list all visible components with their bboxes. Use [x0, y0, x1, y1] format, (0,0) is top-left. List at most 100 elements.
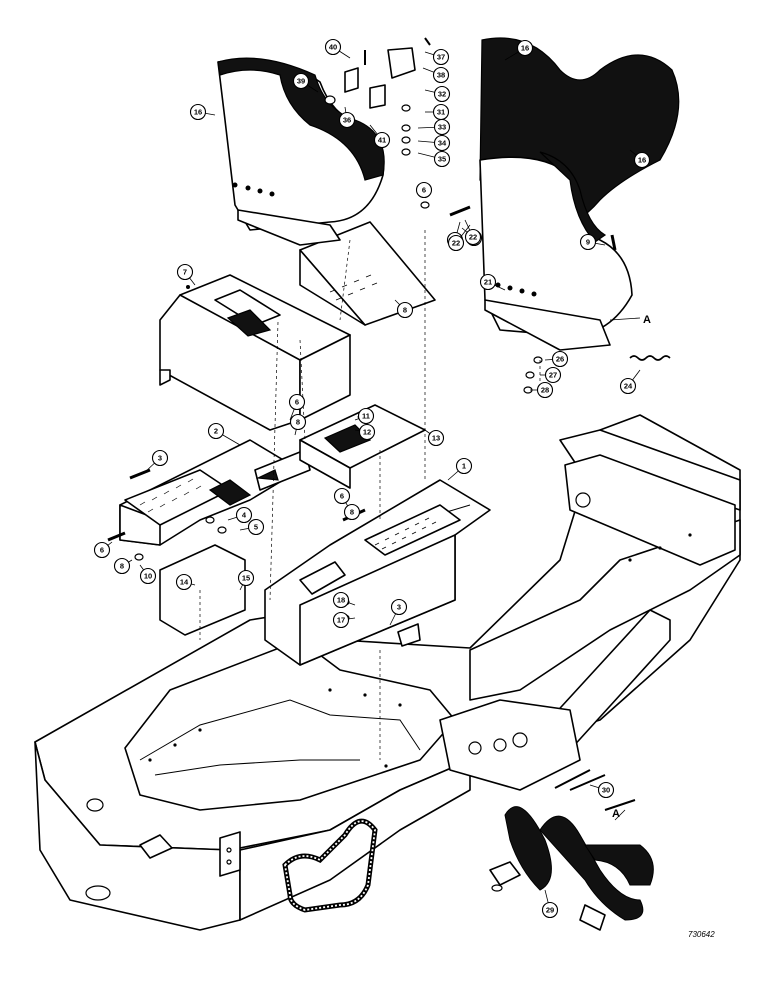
- callout-number: 18: [337, 596, 345, 605]
- callout-40: 40: [324, 38, 351, 59]
- callout-number: 6: [340, 492, 344, 501]
- callout-38: 38: [422, 66, 450, 84]
- callout-1: 1: [447, 457, 473, 481]
- callout-circle: [633, 151, 651, 169]
- callout-number: 31: [437, 108, 445, 117]
- callout-35: 35: [417, 150, 451, 168]
- callout-number: 6: [295, 398, 299, 407]
- side-bracket: [159, 544, 246, 636]
- callout-circle: [288, 393, 306, 411]
- latch-pin: [554, 769, 606, 791]
- callout-24: 24: [619, 369, 641, 395]
- callout-circle: [357, 407, 375, 425]
- callout-number: 10: [144, 572, 152, 581]
- callout-circle: [358, 423, 376, 441]
- callout-circle: [432, 66, 450, 84]
- callout-circle: [189, 103, 207, 121]
- callout-circle: [338, 111, 356, 129]
- callout-6: 6: [415, 181, 433, 199]
- callout-31: 31: [425, 103, 450, 121]
- callout-8: 8: [113, 557, 133, 575]
- callout-3: 3: [144, 449, 169, 473]
- frame-rivets: [148, 533, 692, 768]
- callout-number: 13: [432, 434, 440, 443]
- callout-number: 32: [438, 90, 446, 99]
- callout-number: 22: [469, 233, 477, 242]
- figure-number: 730642: [688, 930, 715, 939]
- callout-16: 16: [189, 103, 216, 121]
- seat-hardware: [324, 37, 431, 156]
- callout-34: 34: [417, 134, 451, 152]
- callout-number: 16: [521, 44, 529, 53]
- callout-number: 6: [100, 546, 104, 555]
- callout-number: 17: [337, 616, 345, 625]
- callout-number: 28: [541, 386, 549, 395]
- callout-37: 37: [424, 48, 450, 66]
- callout-circle: [433, 134, 451, 152]
- callout-number: 41: [378, 136, 386, 145]
- callout-number: 3: [158, 454, 162, 463]
- callout-18: 18: [332, 591, 356, 609]
- callout-circle: [332, 591, 350, 609]
- callout-number: 15: [242, 574, 250, 583]
- callout-number: 8: [120, 562, 124, 571]
- callout-circle: [464, 228, 482, 246]
- callout-number: 39: [297, 77, 305, 86]
- callout-circle: [176, 263, 194, 281]
- callout-number: 9: [586, 238, 590, 247]
- callout-circle: [113, 557, 131, 575]
- callout-6: 6: [93, 541, 113, 559]
- callout-number: 38: [437, 71, 445, 80]
- callout-36: 36: [338, 106, 356, 129]
- callout-8: 8: [394, 299, 414, 319]
- callout-circle: [390, 598, 408, 616]
- callout-circle: [175, 573, 193, 591]
- callout-27: 27: [540, 366, 562, 384]
- callout-number: 7: [183, 268, 187, 277]
- seat-support: [159, 274, 351, 431]
- callout-circle: [292, 72, 310, 90]
- callout-3: 3: [389, 598, 408, 626]
- callout-number: 8: [350, 508, 354, 517]
- callout-41: 41: [369, 124, 391, 149]
- callout-circle: [579, 233, 597, 251]
- callout-number: 26: [556, 355, 564, 364]
- callout-layer: 1233456666788888910111213141516161617182…: [93, 38, 651, 919]
- callout-circle: [541, 901, 559, 919]
- callout-9: 9: [579, 233, 606, 251]
- callout-2: 2: [207, 422, 241, 446]
- callout-circle: [479, 273, 497, 291]
- callout-number: 21: [484, 278, 492, 287]
- callout-13: 13: [424, 429, 445, 447]
- callout-33: 33: [417, 118, 451, 136]
- alignment-lines: [199, 230, 541, 760]
- callout-5: 5: [239, 518, 265, 536]
- callout-number: 4: [242, 511, 247, 520]
- callout-circle: [432, 48, 450, 66]
- callout-14: 14: [175, 573, 196, 591]
- callout-8: 8: [343, 503, 361, 521]
- callout-number: 36: [343, 116, 351, 125]
- platform-assembly: [264, 479, 491, 666]
- callout-number: 8: [296, 418, 300, 427]
- callout-7: 7: [176, 263, 196, 286]
- callout-number: 33: [438, 123, 446, 132]
- callout-29: 29: [541, 889, 559, 919]
- callout-circle: [551, 350, 569, 368]
- callout-number: 22: [452, 239, 460, 248]
- callout-circle: [332, 611, 350, 629]
- callout-circle: [433, 150, 451, 168]
- main-frame: [34, 414, 741, 931]
- callout-26: 26: [544, 350, 569, 368]
- callout-17: 17: [332, 611, 356, 629]
- callout-22: 22: [464, 219, 482, 246]
- callout-39: 39: [292, 72, 319, 93]
- callout-4: 4: [227, 506, 253, 524]
- callout-number: 16: [194, 108, 202, 117]
- callout-number: 1: [462, 462, 466, 471]
- callout-number: 8: [403, 306, 407, 315]
- callout-16: 16: [504, 39, 534, 61]
- callout-21: 21: [479, 273, 506, 291]
- callout-circle: [433, 118, 451, 136]
- callout-circle: [415, 181, 433, 199]
